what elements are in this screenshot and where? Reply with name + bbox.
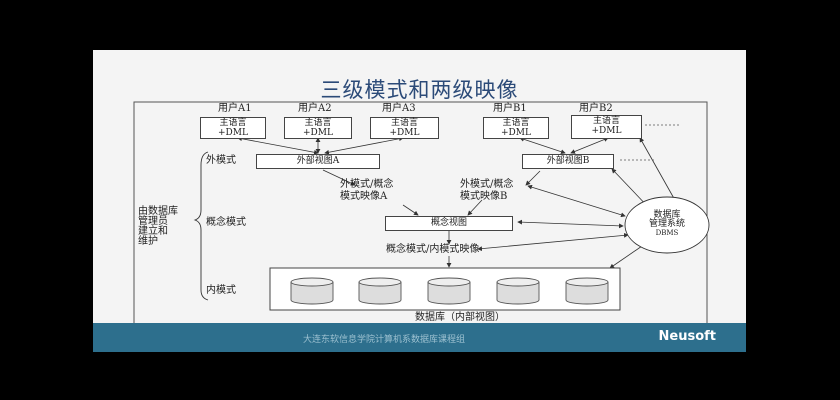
database-cylinders xyxy=(290,277,609,305)
diagram-lines xyxy=(133,101,710,337)
host-language-box: 主语言+DML xyxy=(571,115,642,139)
dbms-ellipse xyxy=(624,196,710,254)
cylinder-icon xyxy=(565,277,609,305)
external-view-b: 外部视图B xyxy=(522,154,614,169)
user-label: 用户B2 xyxy=(579,103,613,114)
host-language-box: 主语言+DML xyxy=(370,117,439,139)
mapping-b-line2: 模式映像B xyxy=(460,191,508,202)
admin-note: 由数据库管理员建立和维护 xyxy=(138,206,178,247)
mapping-a-line2: 模式映像A xyxy=(340,191,388,202)
user-label: 用户B1 xyxy=(493,103,527,114)
external-level-label: 外模式 xyxy=(206,155,236,166)
host-language-box: 主语言+DML xyxy=(200,117,266,139)
cylinder-icon xyxy=(290,277,334,305)
internal-mapping-label: 概念模式/内模式映像 xyxy=(386,244,480,255)
cylinder-icon xyxy=(358,277,402,305)
footer-text: 大连东软信息学院计算机系数据库课程组 xyxy=(303,335,466,345)
slide-title: 三级模式和两级映像 xyxy=(320,78,519,102)
neusoft-logo: Neusoft xyxy=(658,329,717,344)
cylinder-icon xyxy=(427,277,471,305)
footer-bar: 大连东软信息学院计算机系数据库课程组 Neusoft xyxy=(93,323,746,352)
external-view-a: 外部视图A xyxy=(256,154,380,169)
conceptual-view: 概念视图 xyxy=(385,216,513,231)
user-label: 用户A1 xyxy=(218,103,252,114)
brace xyxy=(193,151,209,301)
mapping-b-line1: 外模式/概念 xyxy=(460,179,514,190)
mapping-a-line1: 外模式/概念 xyxy=(340,179,394,190)
host-language-box: 主语言+DML xyxy=(483,117,549,139)
user-label: 用户A2 xyxy=(298,103,332,114)
database-label: 数据库（内部视图） xyxy=(415,312,505,323)
user-label: 用户A3 xyxy=(382,103,416,114)
host-language-box: 主语言+DML xyxy=(284,117,352,139)
conceptual-level-label: 概念模式 xyxy=(206,217,246,228)
cylinder-icon xyxy=(496,277,540,305)
internal-level-label: 内模式 xyxy=(206,285,236,296)
slide: 三级模式和两级映像 xyxy=(93,50,746,352)
